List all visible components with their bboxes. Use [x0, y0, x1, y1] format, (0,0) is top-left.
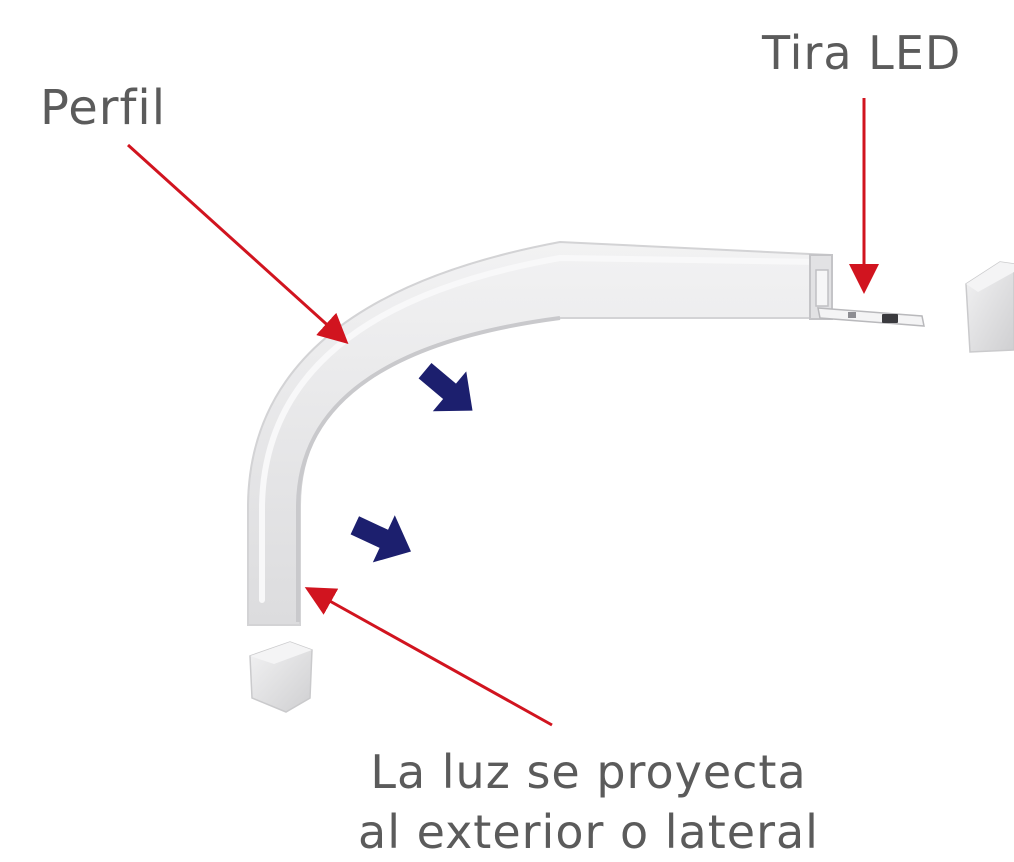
label-luz-line-1: La luz se proyecta: [370, 745, 807, 799]
profile-highlight: [259, 254, 823, 603]
label-perfil: Perfil: [40, 80, 167, 136]
pointer-arrow-perfil: [126, 143, 349, 345]
label-tira-led: Tira LED: [762, 26, 962, 80]
pointer-arrow-luz: [304, 587, 553, 727]
label-luz-proyecta: La luz se proyecta al exterior o lateral: [358, 742, 819, 862]
curved-profile: [247, 240, 833, 626]
light-direction-arrow: [350, 515, 412, 563]
end-cap-bottom: [249, 641, 313, 713]
led-strip: [817, 307, 925, 327]
light-direction-arrow: [418, 363, 473, 412]
profile-inner-groove: [296, 316, 561, 622]
led-chip: [882, 314, 898, 323]
end-cap-right: [965, 261, 1014, 353]
profile-channel-slot: [815, 269, 829, 307]
profile-body: [247, 240, 831, 626]
led-chip: [848, 312, 856, 318]
label-luz-line-2: al exterior o lateral: [358, 805, 819, 859]
